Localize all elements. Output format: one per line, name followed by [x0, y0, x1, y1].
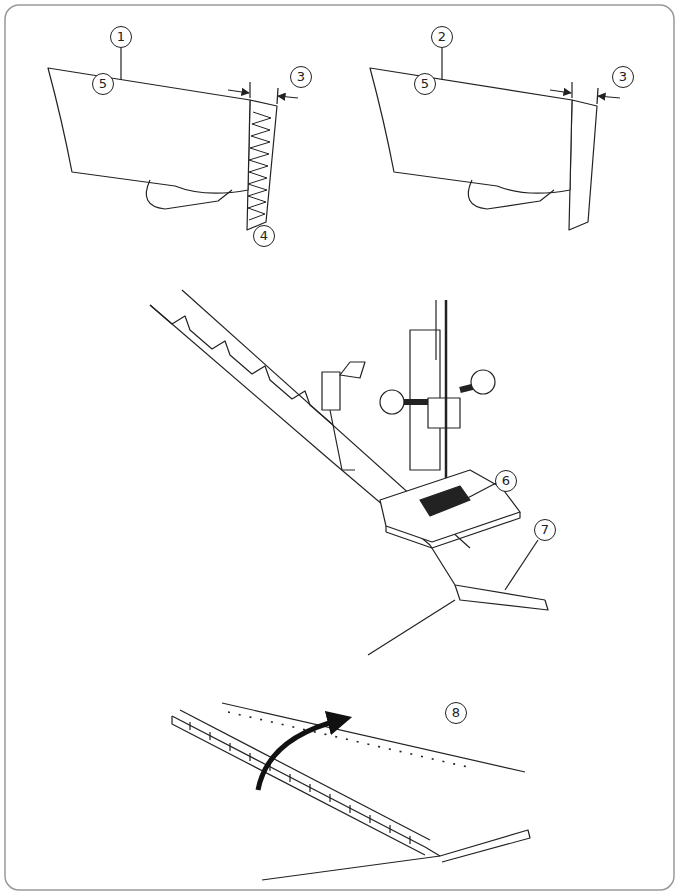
callout-number: 5 [414, 73, 436, 95]
callout-number: 5 [92, 73, 114, 95]
callout-number: 7 [534, 519, 556, 541]
frame [5, 5, 674, 890]
callout-number: 2 [431, 26, 453, 48]
callout-number: 4 [253, 225, 275, 247]
finished-hem [172, 703, 530, 880]
hem-fold-plain [370, 48, 620, 230]
callout-number: 1 [110, 26, 132, 48]
callout-number: 3 [290, 66, 312, 88]
callout-number: 6 [495, 470, 517, 492]
sewing-foot [150, 290, 548, 655]
callout-number: 3 [612, 66, 634, 88]
hem-fold-zigzag [48, 48, 298, 230]
callout-number: 8 [445, 702, 467, 724]
